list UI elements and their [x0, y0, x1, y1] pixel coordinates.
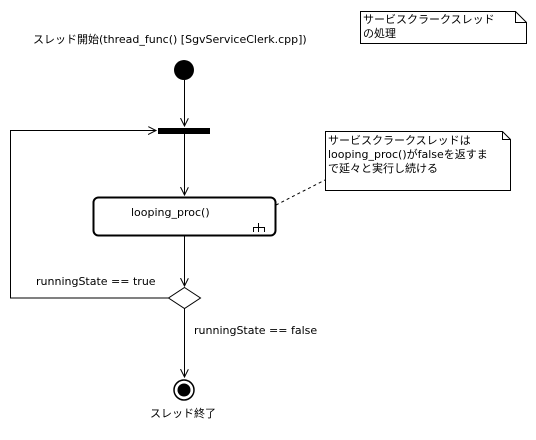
note-mid-fold [502, 131, 511, 140]
note-top-text: サービスクラークスレッド の処理 [363, 13, 495, 41]
note-top-shape [360, 11, 527, 44]
note-top-line-1: サービスクラークスレッド [363, 13, 495, 26]
note-anchor [275, 179, 326, 206]
guard-false-label: runningState == false [194, 324, 318, 337]
note-mid-text: サービスクラークスレッドは looping_proc()がfalseを返すま で… [328, 134, 488, 176]
join-bar [158, 128, 210, 134]
guard-true-label: runningState == true [36, 275, 156, 288]
decision-node [167, 286, 202, 310]
final-node-dot [177, 383, 191, 397]
note-mid-line-3: で延々と実行し続ける [328, 162, 438, 175]
action-label: looping_proc() [131, 206, 210, 219]
note-mid-line-1: サービスクラークスレッドは [328, 134, 471, 147]
rake-icon [253, 223, 265, 232]
note-mid-shape [325, 131, 511, 191]
note-top-fold [515, 11, 527, 23]
note-mid-line-2: looping_proc()がfalseを返すま [328, 148, 488, 161]
flow-loop-back [10, 131, 169, 299]
end-label: スレッド終了 [150, 407, 216, 420]
start-label: スレッド開始(thread_func() [SgvServiceClerk.cp… [33, 33, 307, 46]
initial-node [174, 60, 194, 80]
note-top-line-2: の処理 [363, 27, 396, 40]
action-node [92, 196, 277, 237]
